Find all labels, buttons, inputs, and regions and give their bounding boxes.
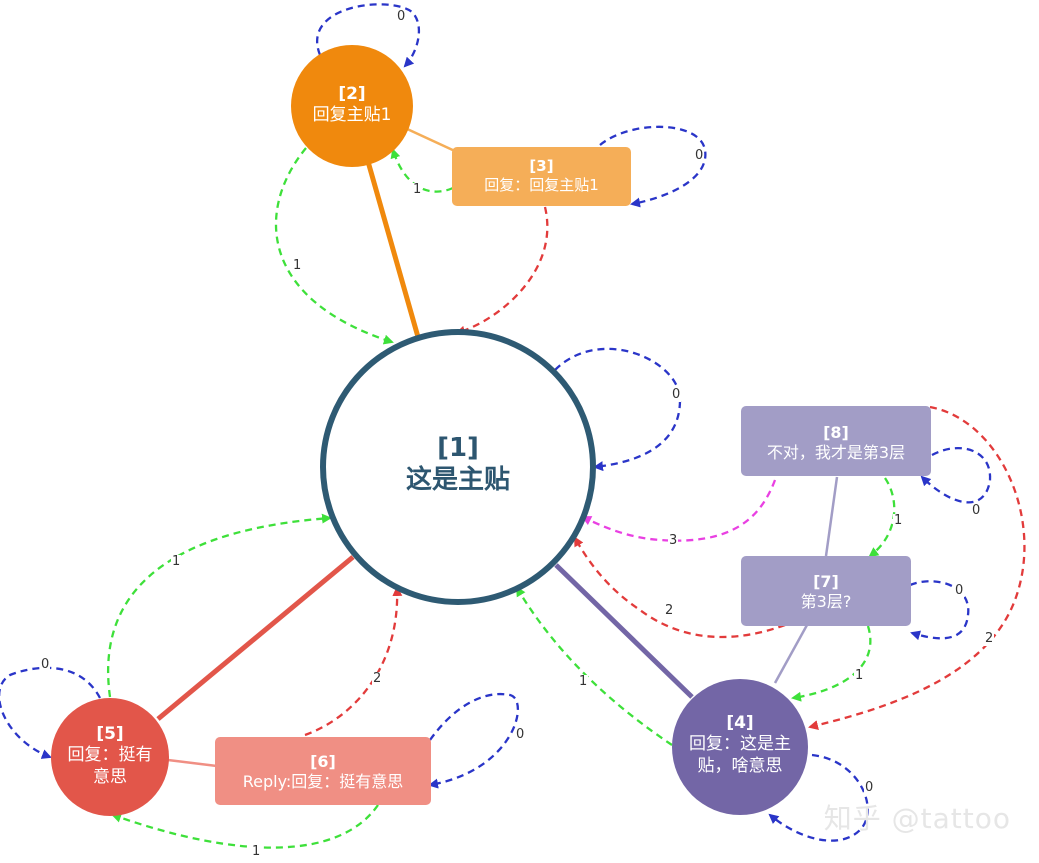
node-8-text: 不对，我才是第3层	[766, 443, 906, 462]
node-2-label: [2] 回复主贴1	[292, 84, 412, 127]
edge-n3-self	[599, 125, 707, 208]
node-7-text: 第3层?	[800, 592, 852, 611]
edge-label-n7-self: 0	[954, 583, 965, 598]
link-n1-n2	[364, 157, 421, 338]
edge-label-n2-self: 0	[396, 9, 407, 24]
node-3-text: 回复：回复主贴1	[484, 175, 599, 194]
node-7-box[interactable]	[741, 556, 911, 626]
edge-label-n8-to-n7: 1	[893, 513, 904, 528]
node-3-box[interactable]	[452, 147, 631, 206]
edge-label-n7-to-n4: 1	[854, 668, 865, 683]
node-5-label: [5] 回复：挺有 意思	[51, 724, 169, 788]
edge-n6-to-n1	[304, 586, 403, 737]
link-n4-n7	[773, 624, 809, 684]
link-n1-n5	[156, 555, 355, 721]
edge-n6-to-n5	[111, 804, 379, 849]
node-1-id: [1]	[437, 433, 479, 463]
node-5-text-line1: 回复：挺有	[67, 745, 153, 766]
edge-n4-self	[768, 753, 869, 842]
edge-n5-self	[0, 666, 102, 759]
node-1-circle[interactable]	[320, 329, 596, 605]
node-3-label: [3] 回复：回复主贴1	[452, 157, 631, 195]
edge-n8-to-n1	[581, 479, 777, 542]
node-7-id: [7]	[813, 572, 839, 591]
node-1-text: 这是主贴	[405, 465, 510, 495]
edge-label-n8-to-n1: 3	[668, 533, 679, 548]
edge-n8-to-n7	[868, 477, 896, 558]
edge-n2-to-n1	[274, 147, 394, 345]
node-5-circle[interactable]	[51, 698, 169, 816]
edge-label-n1-self: 0	[671, 387, 682, 402]
edge-label-n2-to-n1: 1	[292, 258, 303, 273]
edge-n7-to-n1	[573, 536, 786, 639]
node-5-id: [5]	[96, 724, 124, 744]
node-8-label: [8] 不对，我才是第3层	[741, 423, 931, 463]
edge-label-n8-to-n4: 2	[984, 631, 995, 646]
node-8-box[interactable]	[741, 406, 931, 476]
edge-n1-self	[554, 347, 682, 472]
edge-n3-to-n2	[390, 148, 454, 193]
node-8-id: [8]	[823, 423, 849, 442]
node-4-id: [4]	[726, 713, 754, 733]
edge-n5-to-n1	[107, 513, 332, 698]
node-7-label: [7] 第3层?	[741, 572, 911, 612]
node-2-text: 回复主贴1	[312, 105, 392, 126]
edge-label-n7-to-n1: 2	[664, 603, 675, 618]
node-2-circle[interactable]	[291, 45, 413, 167]
edge-n8-self	[920, 446, 992, 504]
edge-label-n3-self: 0	[694, 148, 705, 163]
node-6-text: Reply:回复：挺有意思	[242, 772, 404, 791]
node-2-id: [2]	[338, 84, 366, 104]
edge-n2-self	[316, 3, 421, 68]
edge-n4-to-n1	[515, 586, 673, 746]
edge-label-n6-to-n1: 2	[372, 671, 383, 686]
node-5-text-line2: 意思	[93, 766, 127, 787]
node-1-label: [1] 这是主贴	[358, 432, 558, 496]
edge-n6-self	[428, 692, 519, 789]
node-6-label: [6] Reply:回复：挺有意思	[215, 752, 431, 792]
edge-n8-to-n4	[808, 405, 1026, 730]
tree-links	[156, 126, 839, 769]
link-n7-n8	[824, 476, 839, 557]
watermark-text: 知乎 @tattoo	[823, 802, 1011, 835]
edge-label-n5-to-n1: 1	[171, 554, 182, 569]
edge-label-n8-self: 0	[971, 503, 982, 518]
edge-label-n6-self: 0	[515, 727, 526, 742]
edge-label-n5-self: 0	[40, 657, 51, 672]
node-4-label: [4] 回复：这是主 贴，啥意思	[672, 713, 808, 777]
edge-n3-to-n1	[455, 206, 549, 336]
node-4-text-line1: 回复：这是主	[689, 734, 791, 755]
node-3-id: [3]	[529, 157, 554, 175]
node-6-id: [6]	[310, 752, 336, 771]
edge-label-n6-to-n5: 1	[251, 844, 262, 859]
node-6-box[interactable]	[215, 737, 431, 805]
edge-label-n4-self: 0	[864, 780, 875, 795]
node-4-text-line2: 贴，啥意思	[697, 755, 783, 776]
edge-n7-to-n4	[791, 625, 872, 702]
edge-label-n4-to-n1: 1	[578, 674, 589, 689]
link-n1-n4	[554, 563, 694, 699]
edge-label-n3-to-n2: 1	[412, 182, 423, 197]
node-4-circle[interactable]	[672, 679, 808, 815]
edge-n7-self	[909, 580, 970, 641]
